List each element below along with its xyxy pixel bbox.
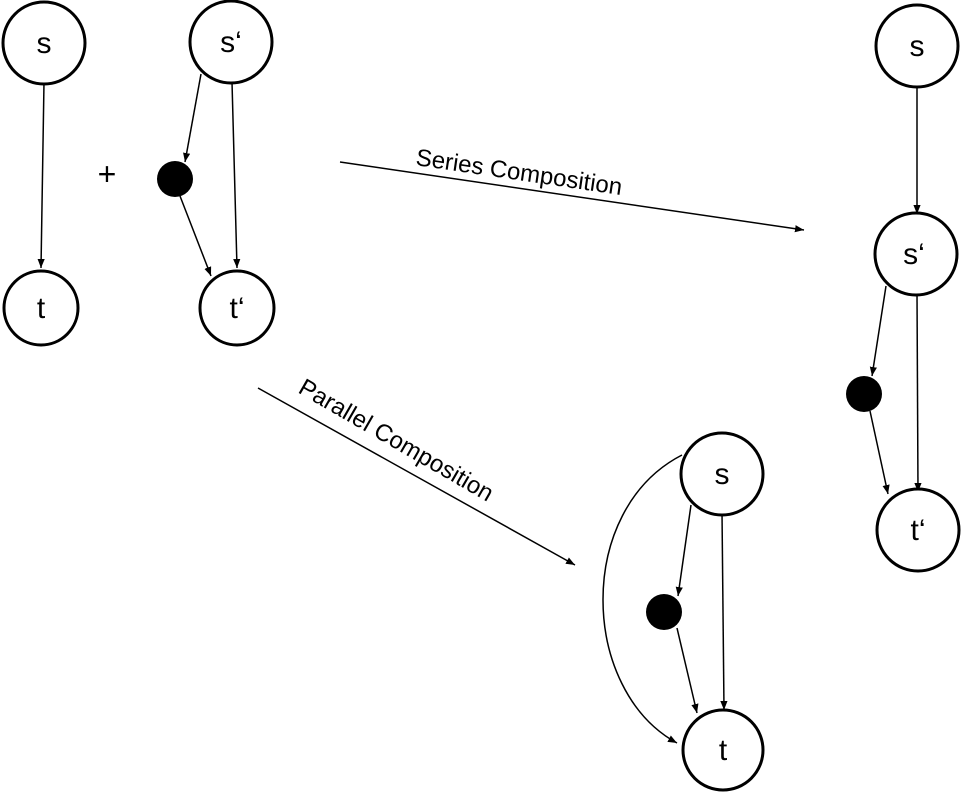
node-g1-source — [1, 0, 87, 86]
node-series-middle-label: s‘ — [903, 238, 925, 271]
parallel-composition-label: Parallel Composition — [294, 374, 498, 507]
node-g2-sink — [198, 269, 276, 347]
edge-series-middle-sink — [914, 292, 922, 493]
series-result-graph: s s‘ t‘ — [846, 3, 961, 573]
node-series-sink-label: t‘ — [911, 514, 926, 547]
edge-g2-source-internal — [183, 73, 202, 163]
edge-parallel-internal-sink — [676, 627, 699, 714]
edge-g2-internal-sink — [179, 195, 212, 277]
node-g2-sink-label: t‘ — [230, 292, 245, 325]
node-parallel-internal — [646, 594, 682, 630]
node-parallel-source-label: s — [715, 458, 730, 491]
edge-parallel-source-internal — [675, 504, 692, 597]
node-series-sink — [875, 487, 961, 573]
node-g1-source-label: s — [37, 27, 52, 60]
series-composition-arrow — [339, 161, 805, 233]
plus-sign: + — [98, 156, 117, 192]
node-parallel-sink — [681, 708, 765, 792]
edge-parallel-source-sink — [720, 511, 728, 711]
node-g2-source-label: s‘ — [220, 26, 242, 59]
graph-g1: s t — [1, 0, 87, 347]
node-parallel-sink-label: t — [719, 734, 728, 767]
node-series-middle — [873, 211, 959, 297]
node-g1-sink-label: t — [37, 292, 46, 325]
parallel-composition-arrow — [257, 387, 576, 566]
node-g2-internal — [157, 161, 193, 197]
node-g1-sink — [2, 269, 80, 347]
node-parallel-source — [679, 431, 765, 517]
edge-series-internal-sink — [869, 410, 890, 495]
node-series-source — [874, 3, 960, 89]
edge-series-middle-internal — [869, 285, 887, 377]
node-g2-source — [188, 0, 274, 85]
edge-g1-s-t — [37, 81, 45, 269]
parallel-result-graph: s t — [602, 431, 765, 792]
node-series-internal — [846, 376, 882, 412]
edge-g2-source-sink — [231, 81, 241, 269]
graph-g2: s‘ t‘ — [157, 0, 276, 347]
series-composition-label: Series Composition — [414, 144, 624, 201]
node-series-source-label: s — [910, 30, 925, 63]
edge-parallel-curved-source-sink — [602, 454, 683, 744]
